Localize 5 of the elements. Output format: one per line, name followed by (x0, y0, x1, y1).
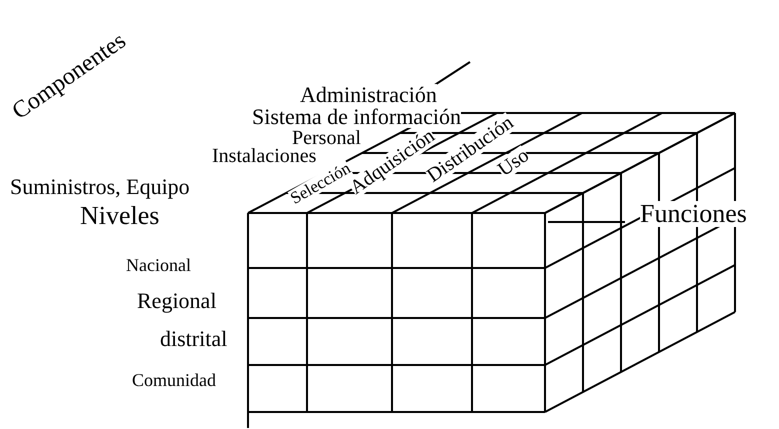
level-label: Comunidad (132, 371, 216, 389)
axis-title: Funciones (640, 201, 747, 227)
level-label: Regional (137, 290, 216, 312)
level-label: Nacional (126, 256, 191, 274)
component-label: Suministros, Equipo (10, 176, 190, 198)
